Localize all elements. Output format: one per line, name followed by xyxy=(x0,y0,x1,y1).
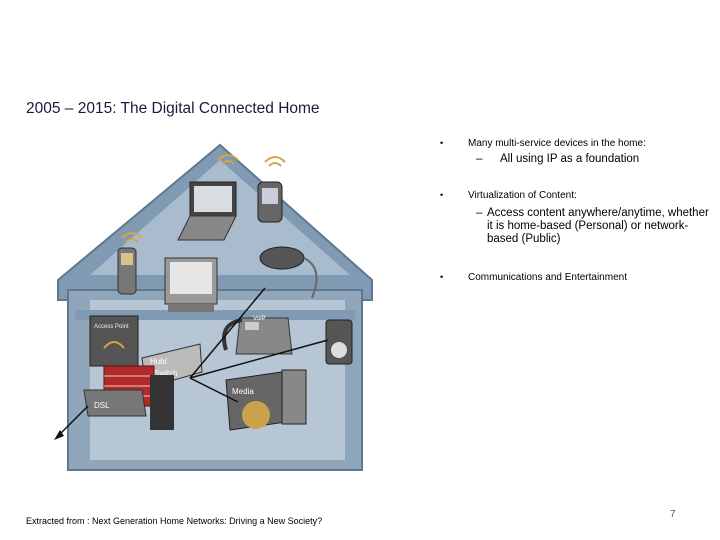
wifi-icon xyxy=(121,154,286,243)
network-box-icon xyxy=(150,375,174,430)
pda-icon xyxy=(257,181,283,223)
dsl-modem-icon: DSL xyxy=(83,389,147,417)
bullet-item: • Many multi-service devices in the home… xyxy=(440,138,646,149)
source-footer: Extracted from : Next Generation Home Ne… xyxy=(26,516,323,526)
media-server-icon: Media xyxy=(225,369,307,431)
bullet-item: • Communications and Entertainment xyxy=(440,272,627,283)
game-controller-icon xyxy=(259,246,318,299)
svg-text:Switch: Switch xyxy=(154,369,178,378)
arrow-icon xyxy=(54,430,64,440)
access-point-icon: Access Point xyxy=(89,315,139,367)
slide-title: 2005 – 2015: The Digital Connected Home xyxy=(26,100,320,117)
digital-home-illustration: VoIP Access Point Hub/ Switch DSL Media xyxy=(54,143,373,471)
laptop-icon xyxy=(177,181,237,241)
svg-text:Media: Media xyxy=(232,387,254,396)
svg-text:VoIP: VoIP xyxy=(253,316,266,322)
sub-bullet-item: – All using IP as a foundation xyxy=(476,153,640,165)
tv-icon xyxy=(164,257,218,312)
desk-phone-icon: VoIP xyxy=(222,316,293,355)
bullet-item: • Virtualization of Content: xyxy=(440,190,577,201)
media-player-icon xyxy=(325,319,353,365)
page-number: 7 xyxy=(670,509,676,520)
svg-text:DSL: DSL xyxy=(94,401,110,410)
svg-text:Access Point: Access Point xyxy=(94,324,129,330)
svg-text:Hub/: Hub/ xyxy=(150,357,168,366)
connection-lines xyxy=(57,287,329,437)
sub-bullet-item: – Access content anywhere/anytime, wheth… xyxy=(476,207,709,245)
mobile-phone-icon xyxy=(117,247,137,295)
